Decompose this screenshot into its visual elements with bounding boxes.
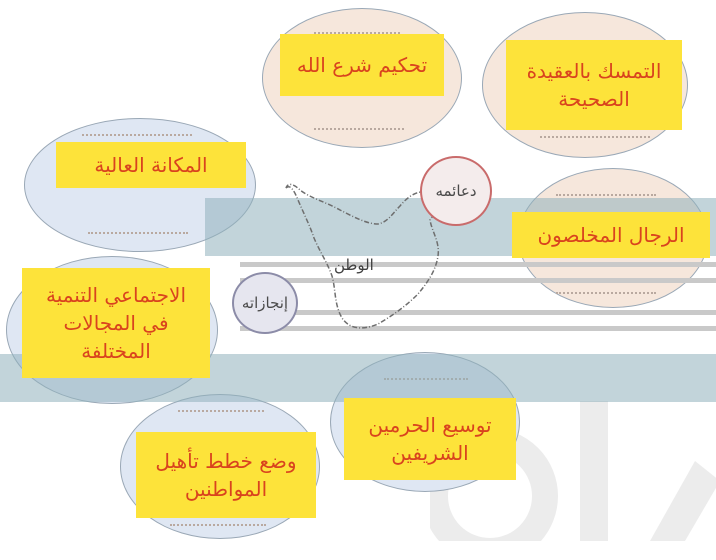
- box-mid-right: الرجال المخلصون: [512, 212, 710, 258]
- dotted-line: [540, 136, 650, 138]
- stripe: [240, 326, 716, 331]
- box-mid-left: المكانة العالية: [56, 142, 246, 188]
- dotted-line: [556, 292, 656, 294]
- stripe: [240, 310, 716, 315]
- pillars-label: دعائمه: [435, 182, 477, 200]
- box-bottom-right: توسيع الحرمين الشريفين: [344, 398, 516, 480]
- box-bottom-left: وضع خطط تأهيل المواطنين: [136, 432, 316, 518]
- dotted-line: [82, 134, 192, 136]
- dotted-line: [170, 524, 266, 526]
- box-top-right: التمسك بالعقيدة الصحيحة: [506, 40, 682, 130]
- dotted-line: [556, 194, 656, 196]
- stripe: [240, 262, 716, 267]
- dotted-line: [178, 410, 264, 412]
- box-left: الاجتماعي التنمية في المجالات المختلفة: [22, 268, 210, 378]
- stripe: [240, 278, 716, 283]
- dotted-line: [88, 232, 188, 234]
- dotted-line: [314, 32, 400, 34]
- country-map: [285, 183, 440, 329]
- box-top-center: تحكيم شرع الله: [280, 34, 444, 96]
- achievements-label: إنجازاته: [241, 294, 289, 312]
- pillars-circle: دعائمه: [420, 156, 492, 226]
- dotted-line: [314, 128, 404, 130]
- center-label: الوطن: [334, 256, 374, 274]
- achievements-circle: إنجازاته: [232, 272, 298, 334]
